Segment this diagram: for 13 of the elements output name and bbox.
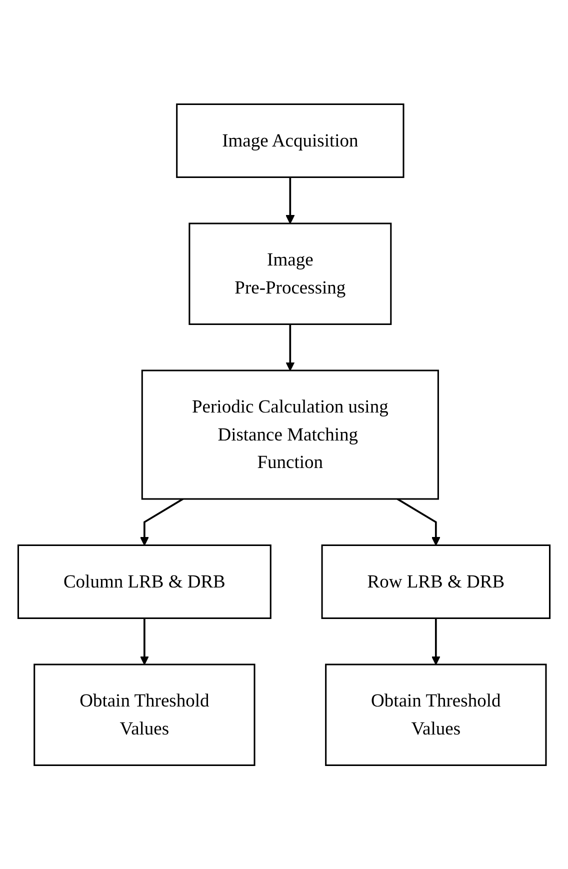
node-box: Image Acquisition: [176, 103, 404, 178]
arrow: [140, 618, 149, 665]
arrow: [286, 176, 295, 224]
arrow: [140, 498, 184, 546]
arrow: [431, 618, 440, 665]
node-box: Periodic Calculation using Distance Matching Function: [141, 369, 439, 500]
node-box: Obtain Threshold Values: [34, 663, 256, 766]
node-box: Obtain Threshold Values: [325, 663, 547, 766]
node-box: Row LRB & DRB: [321, 544, 551, 619]
node-box: Column LRB & DRB: [17, 544, 272, 619]
arrow: [396, 498, 440, 546]
node-box: Image Pre-Processing: [188, 222, 392, 325]
arrow: [286, 324, 295, 371]
